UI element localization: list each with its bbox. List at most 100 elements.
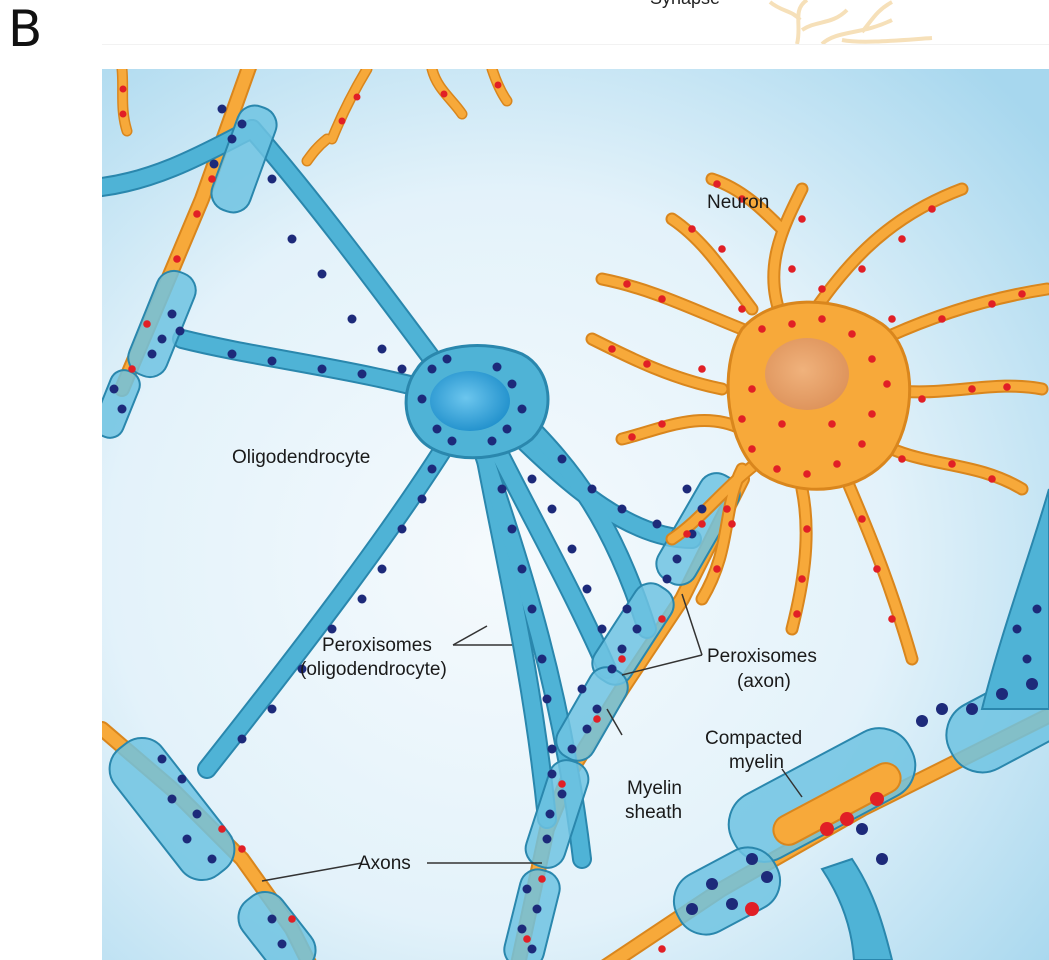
oligodendrocyte-peroxisome [418, 395, 427, 404]
axon-peroxisome [898, 235, 906, 243]
axon-peroxisome [713, 565, 721, 573]
axon-peroxisome [883, 380, 891, 388]
axon-peroxisome [858, 515, 866, 523]
oligodendrocyte-peroxisome [623, 605, 632, 614]
oligodendrocyte-peroxisome [583, 725, 592, 734]
label-peroxisomes-oligo-2: (oligodendrocyte) [300, 659, 447, 680]
oligodendrocyte-peroxisome [498, 485, 507, 494]
axon-peroxisome [918, 395, 926, 403]
axon-peroxisome [818, 285, 826, 293]
oligodendrocyte-peroxisome [288, 235, 297, 244]
top-figure-fragment: Synapse [102, 0, 1049, 45]
axon-peroxisome [523, 935, 531, 943]
axon-peroxisome [658, 420, 666, 428]
axon-peroxisome [828, 420, 836, 428]
oligodendrocyte-peroxisome [148, 350, 157, 359]
oligodendrocyte-peroxisome [568, 545, 577, 554]
axon-peroxisome [608, 345, 616, 353]
oligodendrocyte-peroxisome [378, 345, 387, 354]
axon-peroxisome [748, 445, 756, 453]
oligodendrocyte-peroxisome [268, 357, 277, 366]
oligodendrocyte-peroxisome [548, 505, 557, 514]
axon-peroxisome [728, 520, 736, 528]
axon-peroxisome [870, 792, 884, 806]
axon-peroxisome [218, 825, 226, 833]
axon-peroxisome [898, 455, 906, 463]
axon-peroxisome [748, 385, 756, 393]
axon-peroxisome [643, 360, 651, 368]
label-peroxisomes-axon-1: Peroxisomes [707, 646, 817, 667]
oligodendrocyte-peroxisome [698, 505, 707, 514]
axon-peroxisome [888, 615, 896, 623]
axon-peroxisome [948, 460, 956, 468]
oligodendrocyte-peroxisome [673, 555, 682, 564]
axon-peroxisome [128, 365, 136, 373]
oligodendrocyte-peroxisome [398, 525, 407, 534]
label-peroxisomes-axon-2: (axon) [737, 671, 791, 692]
oligodendrocyte-peroxisome [578, 685, 587, 694]
axon-peroxisome [698, 520, 706, 528]
oligodendrocyte-peroxisome [1023, 655, 1032, 664]
oligodendrocyte-peroxisome [238, 735, 247, 744]
axon-peroxisome [798, 215, 806, 223]
axon-peroxisome [788, 320, 796, 328]
oligodendrocyte-peroxisome [1033, 605, 1042, 614]
axon-peroxisome [558, 780, 566, 788]
oligodendrocyte-peroxisome [158, 755, 167, 764]
axon-peroxisome [858, 265, 866, 273]
axon-peroxisome [593, 715, 601, 723]
oligodendrocyte-peroxisome [663, 575, 672, 584]
oligodendrocyte-peroxisome [546, 810, 555, 819]
oligodendrocyte-peroxisome [686, 903, 698, 915]
oligodendrocyte-peroxisome [428, 365, 437, 374]
axon-peroxisome [820, 822, 834, 836]
oligodendrocyte-peroxisome [508, 525, 517, 534]
oligodendrocyte-peroxisome [996, 688, 1008, 700]
oligodendrocyte-peroxisome [548, 745, 557, 754]
axon-peroxisome [718, 245, 726, 253]
oligodendrocyte-peroxisome [176, 327, 185, 336]
oligodendrocyte-peroxisome [966, 703, 978, 715]
label-myelin-sheath-1: Myelin [627, 778, 682, 799]
oligodendrocyte-peroxisome [683, 485, 692, 494]
axon-peroxisome [143, 320, 151, 328]
oligodendrocyte-peroxisome [548, 770, 557, 779]
axon-peroxisome [818, 315, 826, 323]
oligodendrocyte-peroxisome [916, 715, 928, 727]
oligodendrocyte-peroxisome [228, 135, 237, 144]
axon-peroxisome [713, 180, 721, 188]
oligodendrocyte-peroxisome [358, 370, 367, 379]
oligodendrocyte-peroxisome [518, 405, 527, 414]
neuron-nucleus [765, 338, 849, 410]
axon-peroxisome [888, 315, 896, 323]
oligodendrocyte-peroxisome [428, 465, 437, 474]
oligodendrocyte-peroxisome [726, 898, 738, 910]
oligodendrocyte-peroxisome [528, 475, 537, 484]
label-myelin-sheath-2: sheath [625, 802, 682, 823]
axon-peroxisome [238, 845, 246, 853]
label-peroxisomes-oligo-1: Peroxisomes [322, 635, 432, 656]
oligodendrocyte-peroxisome [193, 810, 202, 819]
oligodendrocyte-peroxisome [268, 175, 277, 184]
axon-peroxisome [658, 295, 666, 303]
oligodendrocyte-peroxisome [538, 655, 547, 664]
oligodendrocyte-peroxisome [608, 665, 617, 674]
axon-peroxisome [868, 355, 876, 363]
oligodendrocyte-peroxisome [533, 905, 542, 914]
oligodendrocyte-peroxisome [653, 520, 662, 529]
axon-peroxisome [803, 525, 811, 533]
axon-peroxisome [1003, 383, 1011, 391]
axon-peroxisome [538, 875, 546, 883]
oligodendrocyte-peroxisome [418, 495, 427, 504]
label-neuron: Neuron [707, 192, 769, 213]
oligodendrocyte-peroxisome [210, 160, 219, 169]
oligodendrocyte-peroxisome [328, 625, 337, 634]
axon-peroxisome [858, 440, 866, 448]
axon-peroxisome [773, 465, 781, 473]
oligodendrocyte-peroxisome [228, 350, 237, 359]
oligodendrocyte-peroxisome [378, 565, 387, 574]
axon-peroxisome [833, 460, 841, 468]
oligodendrocyte-peroxisome [118, 405, 127, 414]
axon-peroxisome [778, 420, 786, 428]
oligodendrocyte-body [406, 346, 548, 458]
